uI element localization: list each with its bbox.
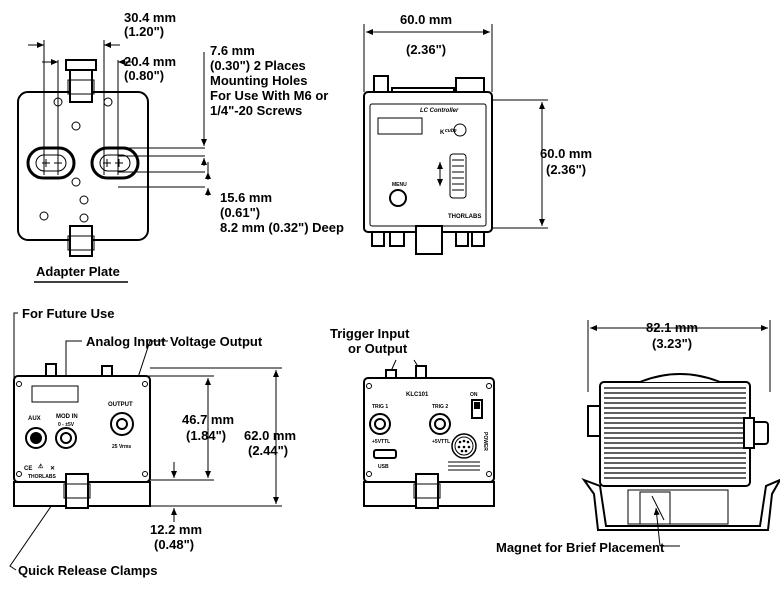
trig1-connector bbox=[374, 418, 386, 430]
model-label: KLC101 bbox=[406, 392, 429, 398]
brand-rear: THORLABS bbox=[28, 474, 56, 480]
output-label: OUTPUT bbox=[108, 402, 133, 408]
output-connector bbox=[116, 418, 128, 430]
aux-connector bbox=[30, 432, 42, 444]
dim-62-0-in: (2.44") bbox=[248, 443, 288, 458]
dim-top-width: 60.0 mm bbox=[400, 12, 452, 27]
trigger-view: Trigger Input or Output KLC101 TRIG 1 +5… bbox=[330, 326, 495, 509]
trig2-label: TRIG 2 bbox=[432, 404, 448, 410]
label-analog-input: Analog Input bbox=[86, 334, 166, 349]
rear-display bbox=[31, 385, 79, 403]
power-label: POWER bbox=[482, 432, 488, 451]
label-trigger-1: Trigger Input bbox=[330, 326, 410, 341]
small-hole bbox=[39, 211, 49, 221]
mounting-slot-left bbox=[26, 146, 76, 180]
mounting-line3: 1/4"-20 Screws bbox=[210, 103, 302, 118]
label-magnet: Magnet for Brief Placement bbox=[496, 540, 665, 555]
mod-range-label: 0 - ±5V bbox=[58, 422, 75, 428]
dim-12-2-in: (0.48") bbox=[154, 537, 194, 552]
menu-label: MENU bbox=[392, 182, 407, 188]
trigger-clamp bbox=[415, 473, 439, 509]
dim-30-4: 30.4 mm bbox=[124, 10, 176, 25]
svg-text:⚠: ⚠ bbox=[38, 463, 44, 470]
top-clamp bbox=[69, 65, 93, 103]
usb-label: USB bbox=[378, 464, 389, 470]
usb-port bbox=[373, 449, 397, 459]
rear-clamp bbox=[65, 473, 89, 509]
mod-in-connector bbox=[60, 432, 72, 444]
trig2-connector bbox=[434, 418, 446, 430]
kcube-logo: K bbox=[440, 130, 445, 136]
dim-height-60-in: (2.36") bbox=[546, 162, 586, 177]
bottom-clamp bbox=[69, 225, 93, 257]
base-clamp bbox=[581, 477, 780, 531]
dim-15-6: 15.6 mm bbox=[220, 190, 272, 205]
output-spec-label: 25 Vrms bbox=[112, 444, 131, 450]
mounting-line1: Mounting Holes bbox=[210, 73, 308, 88]
trig2-v-label: +5VTTL bbox=[432, 439, 450, 445]
on-label: ON bbox=[470, 392, 478, 398]
mounting-line2: For Use With M6 or bbox=[210, 88, 328, 103]
side-view: 82.1 mm (3.23") Magnet for Brief Placeme… bbox=[496, 320, 780, 555]
dim-46-7: 46.7 mm bbox=[182, 412, 234, 427]
svg-text:✕: ✕ bbox=[50, 465, 55, 472]
small-hole bbox=[79, 195, 89, 205]
dim-20-4: 20.4 mm bbox=[124, 54, 176, 69]
dim-46-7-in: (1.84") bbox=[186, 428, 226, 443]
dim-7-6-in: (0.30") 2 Places bbox=[210, 58, 306, 73]
small-hole bbox=[71, 121, 81, 131]
dim-62-0: 62.0 mm bbox=[244, 428, 296, 443]
svg-text:cube: cube bbox=[445, 128, 457, 134]
dim-82-1-in: (3.23") bbox=[652, 336, 692, 351]
dim-deep: 8.2 mm (0.32") Deep bbox=[220, 220, 344, 235]
dim-12-2: 12.2 mm bbox=[150, 522, 202, 537]
adapter-plate-caption: Adapter Plate bbox=[36, 264, 120, 279]
front-view: 60.0 mm (2.36") 60.0 mm (2.36") LC Contr… bbox=[363, 12, 592, 255]
dim-30-4-in: (1.20") bbox=[124, 24, 164, 39]
dim-height-60: 60.0 mm bbox=[540, 146, 592, 161]
front-clamp bbox=[415, 225, 443, 255]
dim-top-width-in: (2.36") bbox=[406, 42, 446, 57]
svg-text:CE: CE bbox=[24, 466, 32, 472]
rear-view: For Future Use Analog Input Voltage Outp… bbox=[9, 306, 296, 578]
dim-20-4-in: (0.80") bbox=[124, 68, 164, 83]
lc-controller-text: LC Controller bbox=[420, 108, 459, 114]
label-quick-release: Quick Release Clamps bbox=[18, 563, 157, 578]
trig1-v-label: +5VTTL bbox=[372, 439, 390, 445]
label-trigger-2: or Output bbox=[348, 341, 408, 356]
display bbox=[377, 117, 423, 135]
magnet bbox=[639, 491, 671, 525]
heat-sink-ribs bbox=[604, 387, 746, 479]
mod-in-label: MOD IN bbox=[56, 414, 78, 420]
dim-82-1: 82.1 mm bbox=[646, 320, 698, 335]
trig1-label: TRIG 1 bbox=[372, 404, 388, 410]
small-hole bbox=[79, 213, 89, 223]
dim-15-6-in: (0.61") bbox=[220, 205, 260, 220]
dim-7-6: 7.6 mm bbox=[210, 43, 255, 58]
adapter-plate-view: 30.4 mm (1.20") 20.4 mm (0.80") 7.6 mm (… bbox=[17, 10, 344, 283]
jog-wheel bbox=[449, 153, 467, 199]
kcube-gear-icon bbox=[453, 123, 467, 137]
menu-button bbox=[389, 189, 407, 207]
label-voltage-output: Voltage Output bbox=[170, 334, 263, 349]
brand-front: THORLABS bbox=[448, 214, 481, 220]
label-future-use: For Future Use bbox=[22, 306, 114, 321]
aux-label: AUX bbox=[28, 416, 41, 422]
small-hole bbox=[71, 177, 81, 187]
